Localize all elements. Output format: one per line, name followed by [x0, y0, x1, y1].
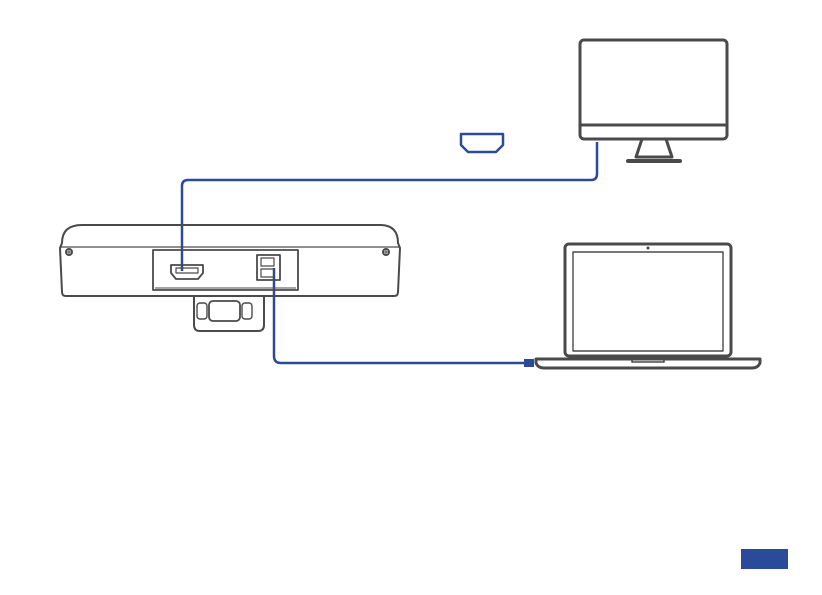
- usb-cable: [274, 268, 527, 363]
- monitor-icon: [580, 40, 727, 161]
- laptop-icon: [536, 244, 760, 368]
- hdmi-port-icon: [461, 134, 503, 152]
- page-number-tab: [741, 549, 788, 569]
- conference-camera-bar-icon: [60, 225, 400, 331]
- usb-plug: [524, 359, 534, 367]
